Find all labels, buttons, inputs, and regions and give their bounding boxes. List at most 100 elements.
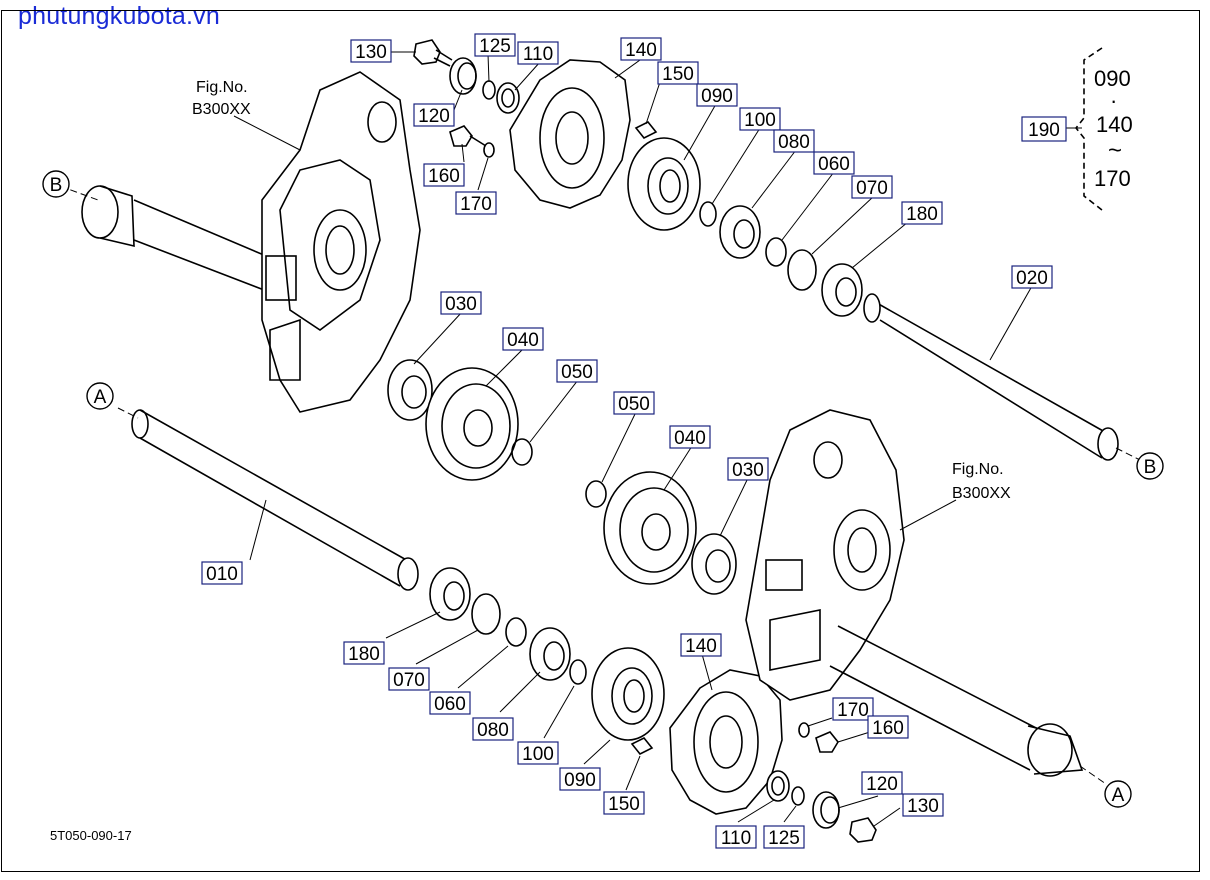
callout-label: 150 bbox=[662, 64, 694, 85]
callout-label: 130 bbox=[907, 796, 939, 817]
pin-lower-150 bbox=[630, 736, 654, 756]
bearing-mid-030 bbox=[387, 359, 433, 421]
callout-label: 160 bbox=[872, 718, 904, 739]
callout-label: 070 bbox=[393, 670, 425, 691]
callout-170: 170 bbox=[832, 697, 874, 721]
legend: 090 · 140 ~ 170 bbox=[1094, 66, 1133, 191]
callout-label: 150 bbox=[608, 794, 640, 815]
bearing-lower-180 bbox=[429, 567, 471, 621]
callout-label: 090 bbox=[701, 86, 733, 107]
callout-140: 140 bbox=[680, 633, 722, 657]
svg-text:A: A bbox=[1112, 785, 1125, 806]
callout-label: 120 bbox=[418, 106, 450, 127]
callout-label: 180 bbox=[906, 204, 938, 225]
callout-label: 080 bbox=[778, 132, 810, 153]
callout-label: 140 bbox=[625, 40, 657, 61]
callout-100: 100 bbox=[517, 741, 559, 765]
callout-110: 110 bbox=[517, 41, 559, 65]
callout-080: 080 bbox=[472, 717, 514, 741]
callout-100: 100 bbox=[739, 107, 781, 131]
washer-upper-125 bbox=[482, 80, 496, 100]
callout-080: 080 bbox=[773, 129, 815, 153]
callout-label: 110 bbox=[523, 44, 553, 65]
callout-label: 120 bbox=[866, 774, 898, 795]
callout-120: 120 bbox=[861, 771, 903, 795]
sprocket-upper-140 bbox=[509, 59, 631, 209]
seal-upper-110 bbox=[496, 82, 520, 114]
callout-label: 080 bbox=[477, 720, 509, 741]
svg-text:A: A bbox=[94, 387, 107, 408]
callout-label: 040 bbox=[507, 330, 539, 351]
callout-120: 120 bbox=[413, 103, 455, 127]
callout-180: 180 bbox=[901, 201, 943, 225]
callout-090: 090 bbox=[696, 83, 738, 107]
shaft-020 bbox=[863, 293, 1141, 461]
callout-label: 110 bbox=[721, 828, 751, 849]
ring-lower-100 bbox=[569, 659, 587, 685]
callout-label: 050 bbox=[561, 362, 593, 383]
ring-lower-060 bbox=[505, 617, 527, 647]
diagram-frame bbox=[1, 10, 1200, 872]
callout-170: 170 bbox=[455, 191, 497, 215]
legend-dot: · bbox=[1110, 88, 1117, 113]
legend-bracket bbox=[1074, 47, 1103, 211]
fig-ref-line2: B300XX bbox=[192, 101, 251, 118]
cap-upper-120 bbox=[449, 57, 477, 95]
hub-upper-090 bbox=[627, 137, 701, 231]
leader-lines bbox=[233, 51, 1082, 827]
callout-040: 040 bbox=[669, 425, 711, 449]
callout-060: 060 bbox=[813, 151, 855, 175]
hub-lower-090 bbox=[591, 647, 665, 741]
marker-circle: B bbox=[42, 170, 70, 198]
fig-reference: Fig.No. B300XX bbox=[952, 461, 1011, 502]
circlip-upper-070 bbox=[787, 249, 817, 291]
callout-label: 040 bbox=[674, 428, 706, 449]
bearing-lower-080 bbox=[529, 627, 571, 681]
bolt-lower-160 bbox=[798, 722, 839, 753]
callout-030: 030 bbox=[440, 291, 482, 315]
callout-label: 090 bbox=[564, 770, 596, 791]
callout-060: 060 bbox=[429, 691, 471, 715]
callout-160: 160 bbox=[867, 715, 909, 739]
callout-label: 070 bbox=[856, 178, 888, 199]
callout-label: 125 bbox=[768, 828, 800, 849]
callout-label: 100 bbox=[522, 744, 554, 765]
bearing-mid2-030 bbox=[691, 533, 737, 595]
cap-lower-120 bbox=[812, 791, 840, 829]
callout-label: 020 bbox=[1016, 268, 1048, 289]
sprocket-lower-140 bbox=[669, 669, 783, 815]
legend-label: 190 bbox=[1028, 120, 1060, 141]
callout-label: 170 bbox=[460, 194, 492, 215]
callout-070: 070 bbox=[851, 175, 893, 199]
bolt-upper-160 bbox=[449, 125, 495, 158]
callout-label: 060 bbox=[434, 694, 466, 715]
callout-label: 125 bbox=[479, 36, 511, 57]
callout-label: 050 bbox=[618, 394, 650, 415]
callout-label: 130 bbox=[355, 42, 387, 63]
bearing-upper-080 bbox=[719, 205, 761, 259]
fig-ref-line2: B300XX bbox=[952, 485, 1011, 502]
gearcase-housing-upper bbox=[261, 71, 421, 413]
gear-mid2-040 bbox=[603, 471, 697, 585]
callout-label: 100 bbox=[744, 110, 776, 131]
callout-150: 150 bbox=[603, 791, 645, 815]
callout-070: 070 bbox=[388, 667, 430, 691]
site-banner[interactable]: phutungkubota.vn bbox=[18, 2, 220, 30]
callout-130: 130 bbox=[902, 793, 944, 817]
diagram-code: 5T050-090-17 bbox=[50, 828, 132, 843]
legend-tilde: ~ bbox=[1108, 137, 1122, 164]
callout-label: 160 bbox=[428, 166, 460, 187]
gearcase-housing-lower bbox=[745, 409, 905, 701]
svg-text:B: B bbox=[1144, 457, 1157, 478]
legend-mid: 140 bbox=[1096, 112, 1133, 137]
ring-mid-050 bbox=[511, 438, 533, 466]
callout-180: 180 bbox=[343, 641, 385, 665]
callout-030: 030 bbox=[727, 457, 769, 481]
seal-lower-110 bbox=[766, 770, 790, 802]
callout-160: 160 bbox=[423, 163, 465, 187]
callout-050: 050 bbox=[613, 391, 655, 415]
legend-label-box: 190 bbox=[1021, 116, 1067, 142]
callout-label: 030 bbox=[445, 294, 477, 315]
pin-upper-150 bbox=[634, 120, 658, 140]
marker-circle: A bbox=[1104, 780, 1132, 808]
